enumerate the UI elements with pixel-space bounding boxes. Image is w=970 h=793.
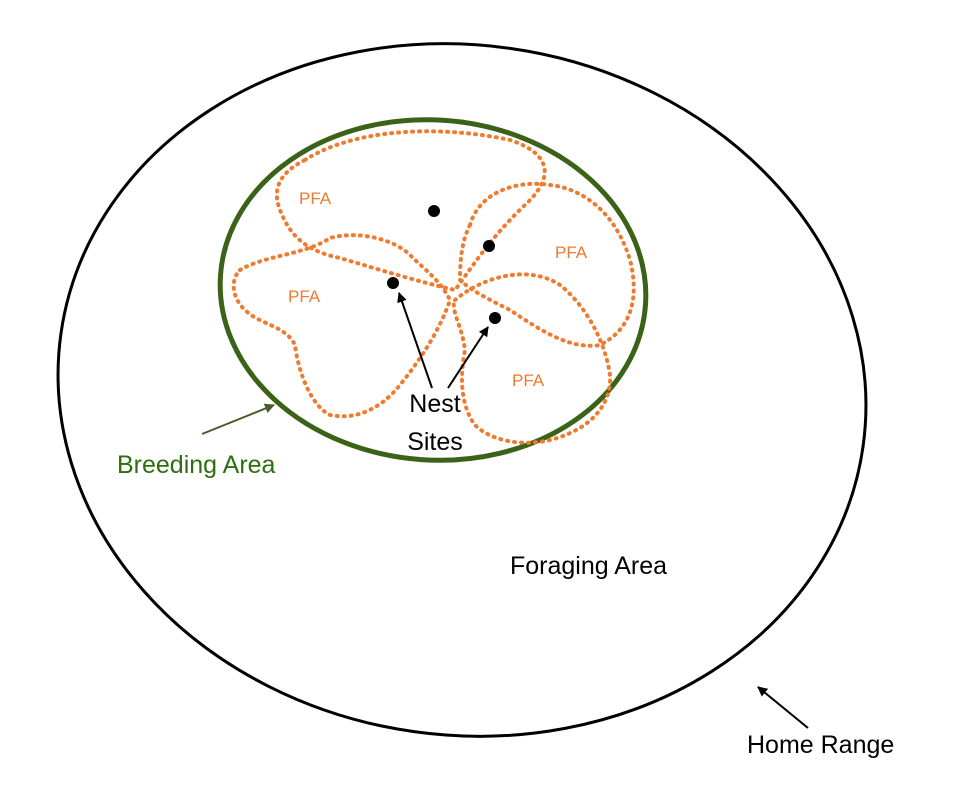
nest-site-dot	[489, 312, 501, 324]
home-range-arrow	[757, 686, 809, 729]
home-range-label: Home Range	[747, 731, 894, 759]
pfa-boundary-right	[457, 181, 636, 348]
home-range-boundary	[56, 42, 868, 738]
pfa-label-bottom: PFA	[512, 371, 545, 390]
pfa-label-right: PFA	[555, 243, 588, 262]
pfa-label-top-left: PFA	[299, 189, 332, 208]
nest-site-dot	[428, 205, 440, 217]
pfa-boundary-top-left	[274, 129, 547, 293]
foraging-area-label: Foraging Area	[510, 552, 667, 580]
breeding-area-boundary	[217, 117, 649, 463]
breeding-area-label: Breeding Area	[117, 451, 276, 479]
breeding-area-arrow	[201, 403, 275, 435]
pfa-label-left: PFA	[288, 287, 321, 306]
pfa-boundary-left	[231, 233, 453, 419]
nest-site-dot	[483, 240, 495, 252]
nest-sites-label-line2: Sites	[407, 428, 463, 456]
pfa-boundary-bottom	[451, 272, 613, 445]
nest-arrow-left	[397, 292, 433, 389]
nest-sites-label-line1: Nest	[409, 390, 460, 418]
nest-arrow-right	[447, 326, 489, 389]
nest-site-dot	[387, 277, 399, 289]
